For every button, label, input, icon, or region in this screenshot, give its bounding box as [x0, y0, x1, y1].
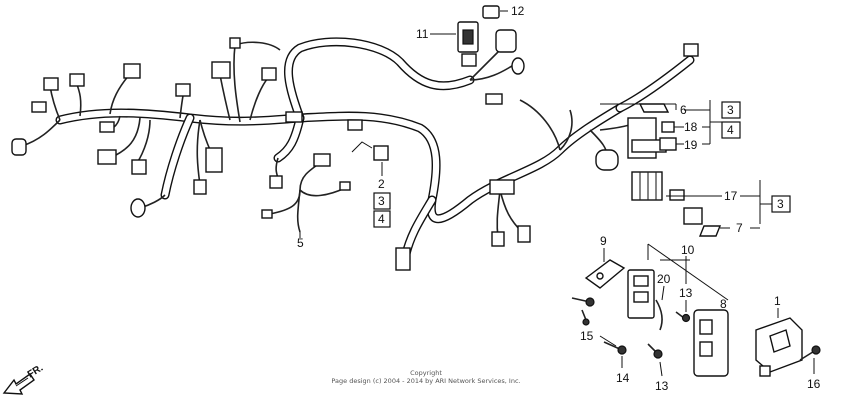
callout-13-lower: 13: [655, 379, 669, 393]
copyright-line-2: Page design (c) 2004 - 2014 by ARI Netwo…: [331, 377, 520, 385]
callout-15: 15: [580, 329, 594, 343]
callout-4-upper-right: 4: [727, 123, 734, 137]
bolts: [571, 297, 691, 359]
callout-box-4-upper-right: [721, 121, 741, 139]
callout-2: 2: [378, 177, 385, 191]
callout-20: 20: [657, 272, 671, 286]
part-8-cover: [693, 309, 729, 377]
callout-labels: 11 12 2 3 4 5 6 3 4 18 19 17 3 7 9 10 20…: [297, 4, 821, 393]
callout-box-3-center: [373, 192, 391, 210]
callout-7: 7: [736, 221, 743, 235]
part-7-relay: [683, 207, 722, 237]
callout-box-4-center: [373, 210, 391, 228]
part-1-control-unit: [755, 317, 803, 377]
part-18-fuse-box: [627, 117, 667, 159]
callout-13-upper: 13: [679, 286, 693, 300]
part-16-bolt: [799, 345, 821, 361]
callout-12: 12: [511, 4, 525, 18]
part-17-fuse-block: [631, 171, 685, 201]
callout-3-center: 3: [378, 194, 385, 208]
part-18-small: [661, 121, 675, 133]
callout-9: 9: [600, 234, 607, 248]
part-11-relay: [457, 21, 479, 53]
front-direction-indicator: FR.: [2, 363, 45, 395]
callout-4-center: 4: [378, 212, 385, 226]
callout-3-upper-right: 3: [727, 103, 734, 117]
branch-wires: [21, 41, 641, 239]
callout-16: 16: [807, 377, 821, 391]
callout-10: 10: [681, 243, 695, 257]
copyright-notice: Copyright Page design (c) 2004 - 2014 by…: [331, 369, 520, 385]
part-6-label: [638, 103, 670, 113]
callout-19: 19: [684, 138, 698, 152]
callout-18: 18: [684, 120, 698, 134]
callout-5: 5: [297, 236, 304, 250]
main-harness: [55, 37, 695, 263]
harness-connectors: [11, 29, 699, 271]
callout-3-right: 3: [777, 197, 784, 211]
callout-14: 14: [616, 371, 630, 385]
part-20-switch-bracket: [627, 269, 663, 331]
part-12-connector: [482, 5, 500, 19]
callout-box-3-upper-right: [721, 101, 741, 119]
callout-6: 6: [680, 103, 687, 117]
callout-8: 8: [720, 297, 727, 311]
callout-11: 11: [416, 27, 429, 41]
callout-box-3-right: [771, 195, 791, 213]
callout-1: 1: [774, 294, 781, 308]
part-2-connector: [351, 141, 389, 161]
leader-lines: [299, 10, 815, 377]
callout-17: 17: [724, 189, 738, 203]
part-19-clip: [659, 137, 677, 151]
part-9-bracket: [584, 259, 626, 289]
copyright-line-1: Copyright: [410, 369, 442, 377]
